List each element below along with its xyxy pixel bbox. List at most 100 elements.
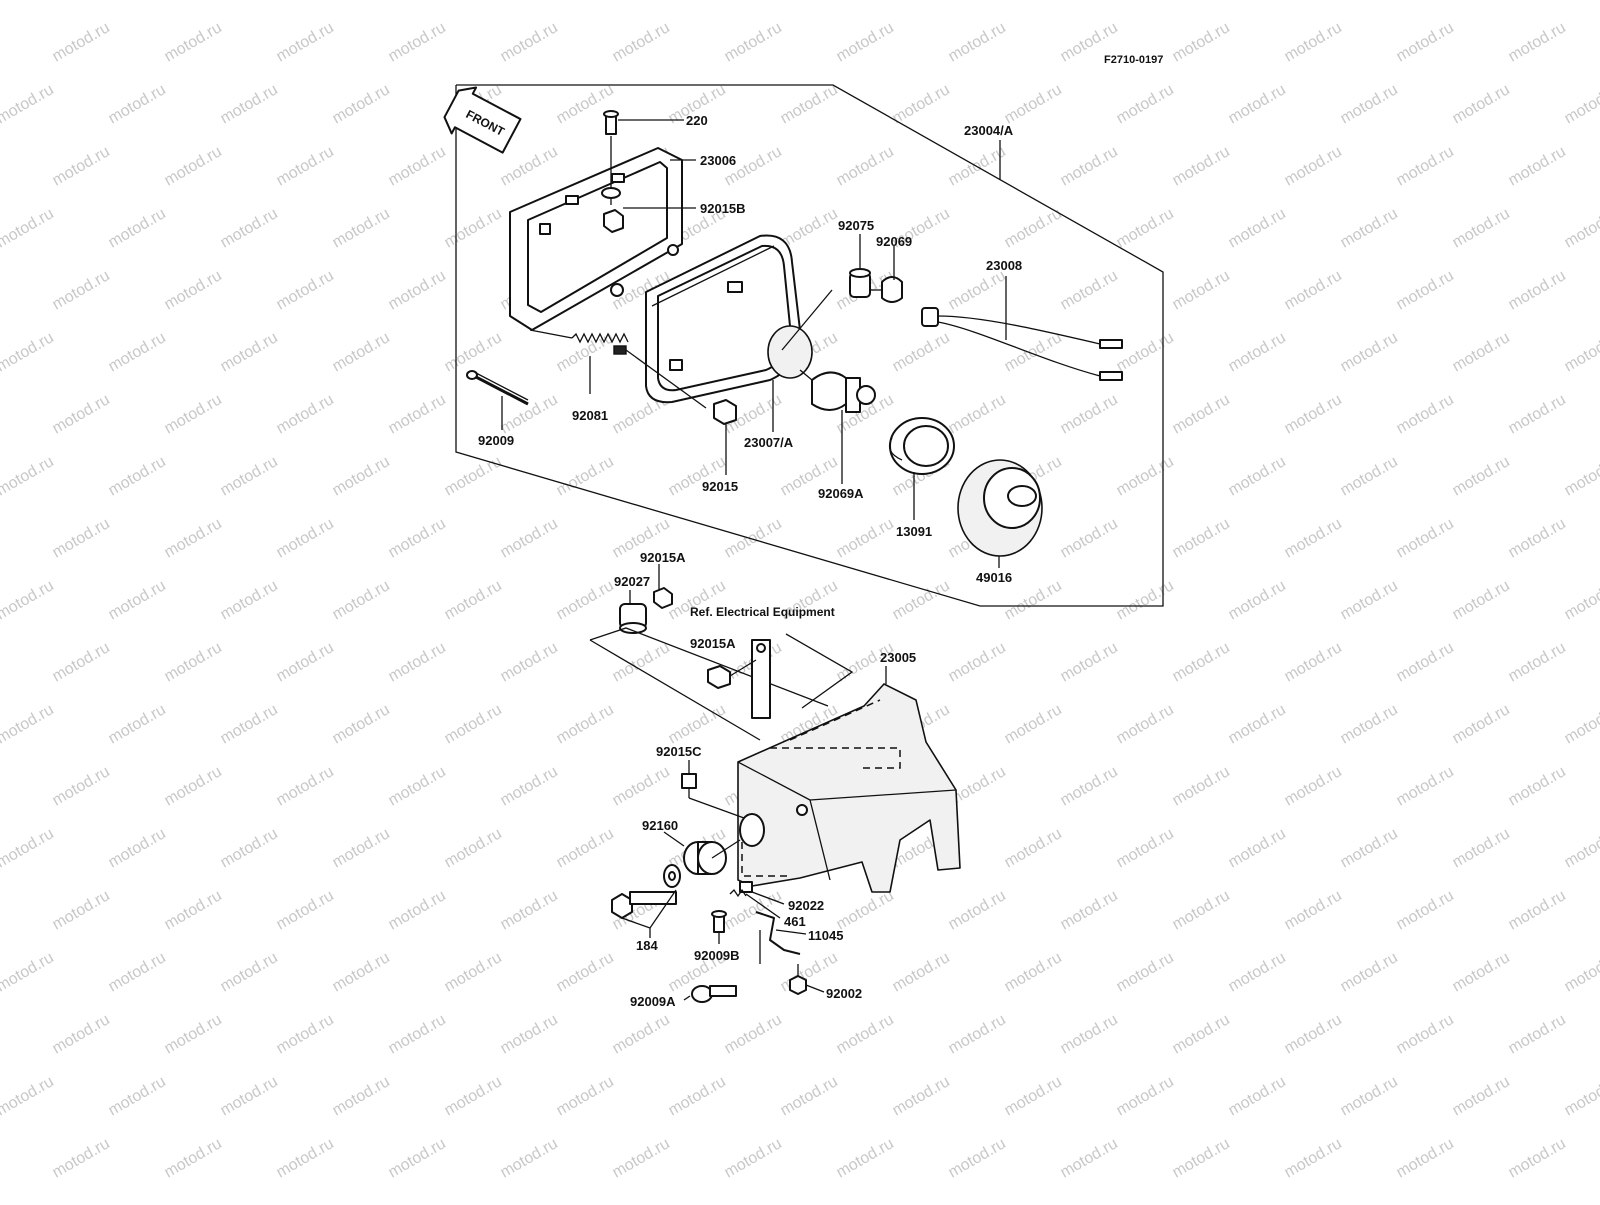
watermark-text: motod.ru [554, 453, 617, 499]
watermark-text: motod.ru [946, 1135, 1009, 1181]
watermark-text: motod.ru [0, 639, 1, 685]
watermark-text: motod.ru [1058, 1011, 1121, 1057]
watermark-text: motod.ru [1506, 887, 1569, 933]
reference-note: Ref. Electrical Equipment [690, 605, 835, 619]
label-92069A: 92069A [818, 486, 864, 501]
watermark-text: motod.ru [50, 391, 113, 437]
watermark-text: motod.ru [106, 329, 169, 375]
watermark-text: motod.ru [1450, 825, 1513, 871]
watermark-text: motod.ru [442, 1073, 505, 1119]
watermark-text: motod.ru [0, 887, 1, 933]
watermark-text: motod.ru [498, 19, 561, 65]
watermark-text: motod.ru [1394, 639, 1457, 685]
watermark-text: motod.ru [50, 1011, 113, 1057]
label-461: 461 [784, 914, 806, 929]
watermark-text: motod.ru [0, 577, 57, 623]
watermark-text: motod.ru [274, 887, 337, 933]
watermark-text: motod.ru [554, 1073, 617, 1119]
leader-grommet-2 [590, 640, 760, 740]
watermark-text: motod.ru [1562, 205, 1600, 251]
watermark-text: motod.ru [0, 205, 57, 251]
watermark-text: motod.ru [218, 825, 281, 871]
watermark-text: motod.ru [1170, 19, 1233, 65]
watermark-text: motod.ru [218, 81, 281, 127]
watermark-text: motod.ru [1562, 825, 1600, 871]
watermark-text: motod.ru [1338, 205, 1401, 251]
watermark-text: motod.ru [0, 391, 1, 437]
watermark-text: motod.ru [1058, 639, 1121, 685]
watermark-text: motod.ru [1002, 329, 1065, 375]
watermark-text: motod.ru [1450, 329, 1513, 375]
watermark-text: motod.ru [1114, 329, 1177, 375]
watermark-text: motod.ru [554, 701, 617, 747]
watermark-text: motod.ru [162, 391, 225, 437]
watermark-text: motod.ru [946, 887, 1009, 933]
watermark-text: motod.ru [1226, 81, 1289, 127]
watermark-text: motod.ru [1282, 391, 1345, 437]
watermark-text: motod.ru [1394, 391, 1457, 437]
watermark-text: motod.ru [162, 1011, 225, 1057]
damper-92160 [684, 840, 740, 874]
label-184: 184 [636, 938, 658, 953]
watermark-text: motod.ru [330, 577, 393, 623]
label-49016: 49016 [976, 570, 1012, 585]
watermark-text: motod.ru [386, 763, 449, 809]
label-92015: 92015 [702, 479, 738, 494]
watermark-text: motod.ru [834, 143, 897, 189]
watermark-text: motod.ru [1338, 701, 1401, 747]
watermark-text: motod.ru [0, 701, 57, 747]
watermark-text: motod.ru [330, 0, 393, 3]
watermark-text: motod.ru [498, 515, 561, 561]
watermark-text: motod.ru [610, 1135, 673, 1181]
watermark-text: motod.ru [1562, 1073, 1600, 1119]
watermark-text: motod.ru [1450, 81, 1513, 127]
watermark-text: motod.ru [442, 825, 505, 871]
watermark-text: motod.ru [1338, 81, 1401, 127]
label-92022: 92022 [788, 898, 824, 913]
watermark-text: motod.ru [890, 329, 953, 375]
watermark-text: motod.ru [834, 1011, 897, 1057]
watermark-text: motod.ru [1170, 639, 1233, 685]
watermark-text: motod.ru [106, 825, 169, 871]
watermark-text: motod.ru [1338, 577, 1401, 623]
watermark-text: motod.ru [106, 81, 169, 127]
watermark-text: motod.ru [386, 391, 449, 437]
watermark-text: motod.ru [274, 143, 337, 189]
watermark-text: motod.ru [1170, 1135, 1233, 1181]
watermark-text: motod.ru [274, 1135, 337, 1181]
watermark-text: motod.ru [386, 267, 449, 313]
watermark-text: motod.ru [946, 1011, 1009, 1057]
watermark-text: motod.ru [330, 825, 393, 871]
watermark-text: motod.ru [890, 949, 953, 995]
watermark-text: motod.ru [1058, 267, 1121, 313]
watermark-text: motod.ru [666, 0, 729, 3]
bulb-socket-92075 [850, 269, 870, 297]
watermark-text: motod.ru [442, 329, 505, 375]
watermark-text: motod.ru [610, 1011, 673, 1057]
watermark-text: motod.ru [0, 0, 57, 3]
watermark-text: motod.ru [890, 1073, 953, 1119]
watermark-text: motod.ru [890, 81, 953, 127]
nut-92015 [714, 400, 736, 424]
label-92015C: 92015C [656, 744, 702, 759]
watermark-text: motod.ru [1282, 887, 1345, 933]
watermark-text: motod.ru [554, 949, 617, 995]
watermark-text: motod.ru [498, 391, 561, 437]
watermark-text: motod.ru [1114, 81, 1177, 127]
watermark-text: motod.ru [554, 0, 617, 3]
watermark-text: motod.ru [1002, 0, 1065, 3]
watermark-text: motod.ru [1282, 515, 1345, 561]
watermark-text: motod.ru [1282, 639, 1345, 685]
label-92009: 92009 [478, 433, 514, 448]
watermark-text: motod.ru [218, 329, 281, 375]
watermark-text: motod.ru [386, 639, 449, 685]
watermark-text: motod.ru [162, 19, 225, 65]
screw-220 [602, 111, 620, 205]
watermark-text: motod.ru [778, 1073, 841, 1119]
label-92081: 92081 [572, 408, 608, 423]
nut-92015B [604, 210, 623, 232]
watermark-text: motod.ru [50, 143, 113, 189]
watermark-text: motod.ru [1450, 205, 1513, 251]
watermark-text: motod.ru [218, 205, 281, 251]
watermark-text: motod.ru [0, 763, 1, 809]
